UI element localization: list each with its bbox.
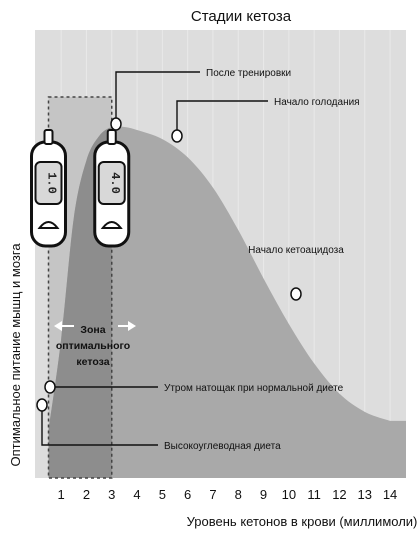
x-tick-label: 8 (235, 487, 242, 502)
x-tick-label: 6 (184, 487, 191, 502)
annotation-marker (110, 117, 122, 131)
zone-label-line-2: оптимального (56, 340, 130, 352)
annotation-label: Начало голодания (274, 97, 360, 108)
x-tick-label: 14 (383, 487, 397, 502)
ketosis-curve-area (48, 126, 406, 478)
annotation-5: Высокоуглеводная диета (36, 398, 281, 452)
annotation-label: Начало кетоацидоза (248, 245, 344, 256)
annotation-3: Начало кетоацидоза (248, 245, 344, 301)
annotation-marker (290, 287, 302, 301)
x-tick-label: 13 (358, 487, 372, 502)
x-tick-label: 10 (282, 487, 296, 502)
annotation-1: После тренировки (110, 68, 291, 131)
zone-right-arrow-icon (118, 321, 136, 331)
optimal-zone-label: Зона оптимального кетоза (54, 321, 136, 368)
blood-ketone-meter-1: 1.0 (30, 129, 67, 248)
x-tick-label: 5 (159, 487, 166, 502)
chart-title: Стадии кетоза (191, 8, 292, 25)
blood-ketone-meter: 1.0 4.0 (30, 129, 131, 248)
zone-label-line-1: Зона (80, 324, 105, 336)
x-tick-label: 1 (58, 487, 65, 502)
x-tick-label: 12 (332, 487, 346, 502)
x-tick-label: 4 (133, 487, 140, 502)
annotation-label: Утром натощак при нормальной диете (164, 383, 344, 394)
zone-label-line-3: кетоза (76, 356, 109, 368)
annotation-marker (36, 398, 48, 412)
annotation-label: Высокоуглеводная диета (164, 441, 281, 452)
x-tick-label: 3 (108, 487, 115, 502)
annotation-2: Начало голодания (171, 97, 360, 143)
optimal-zone-border (47, 96, 113, 479)
x-tick-label: 11 (307, 487, 321, 502)
x-tick-label: 7 (209, 487, 216, 502)
x-axis-label: Уровень кетонов в крови (миллимоли) (187, 514, 418, 529)
zone-left-arrow-icon (54, 321, 74, 331)
blood-ketone-meter-2: 4.0 (93, 129, 131, 248)
annotation-marker (44, 380, 56, 394)
y-axis-label: Оптимальное питание мышц и мозга (8, 243, 23, 467)
annotation-marker (171, 129, 183, 143)
meter-reading: 4.0 (108, 172, 122, 194)
annotation-4: Утром натощак при нормальной диете (44, 380, 344, 394)
meter-reading: 1.0 (45, 172, 59, 194)
x-tick-label: 2 (83, 487, 90, 502)
x-tick-label: 9 (260, 487, 267, 502)
annotation-label: После тренировки (206, 68, 291, 79)
